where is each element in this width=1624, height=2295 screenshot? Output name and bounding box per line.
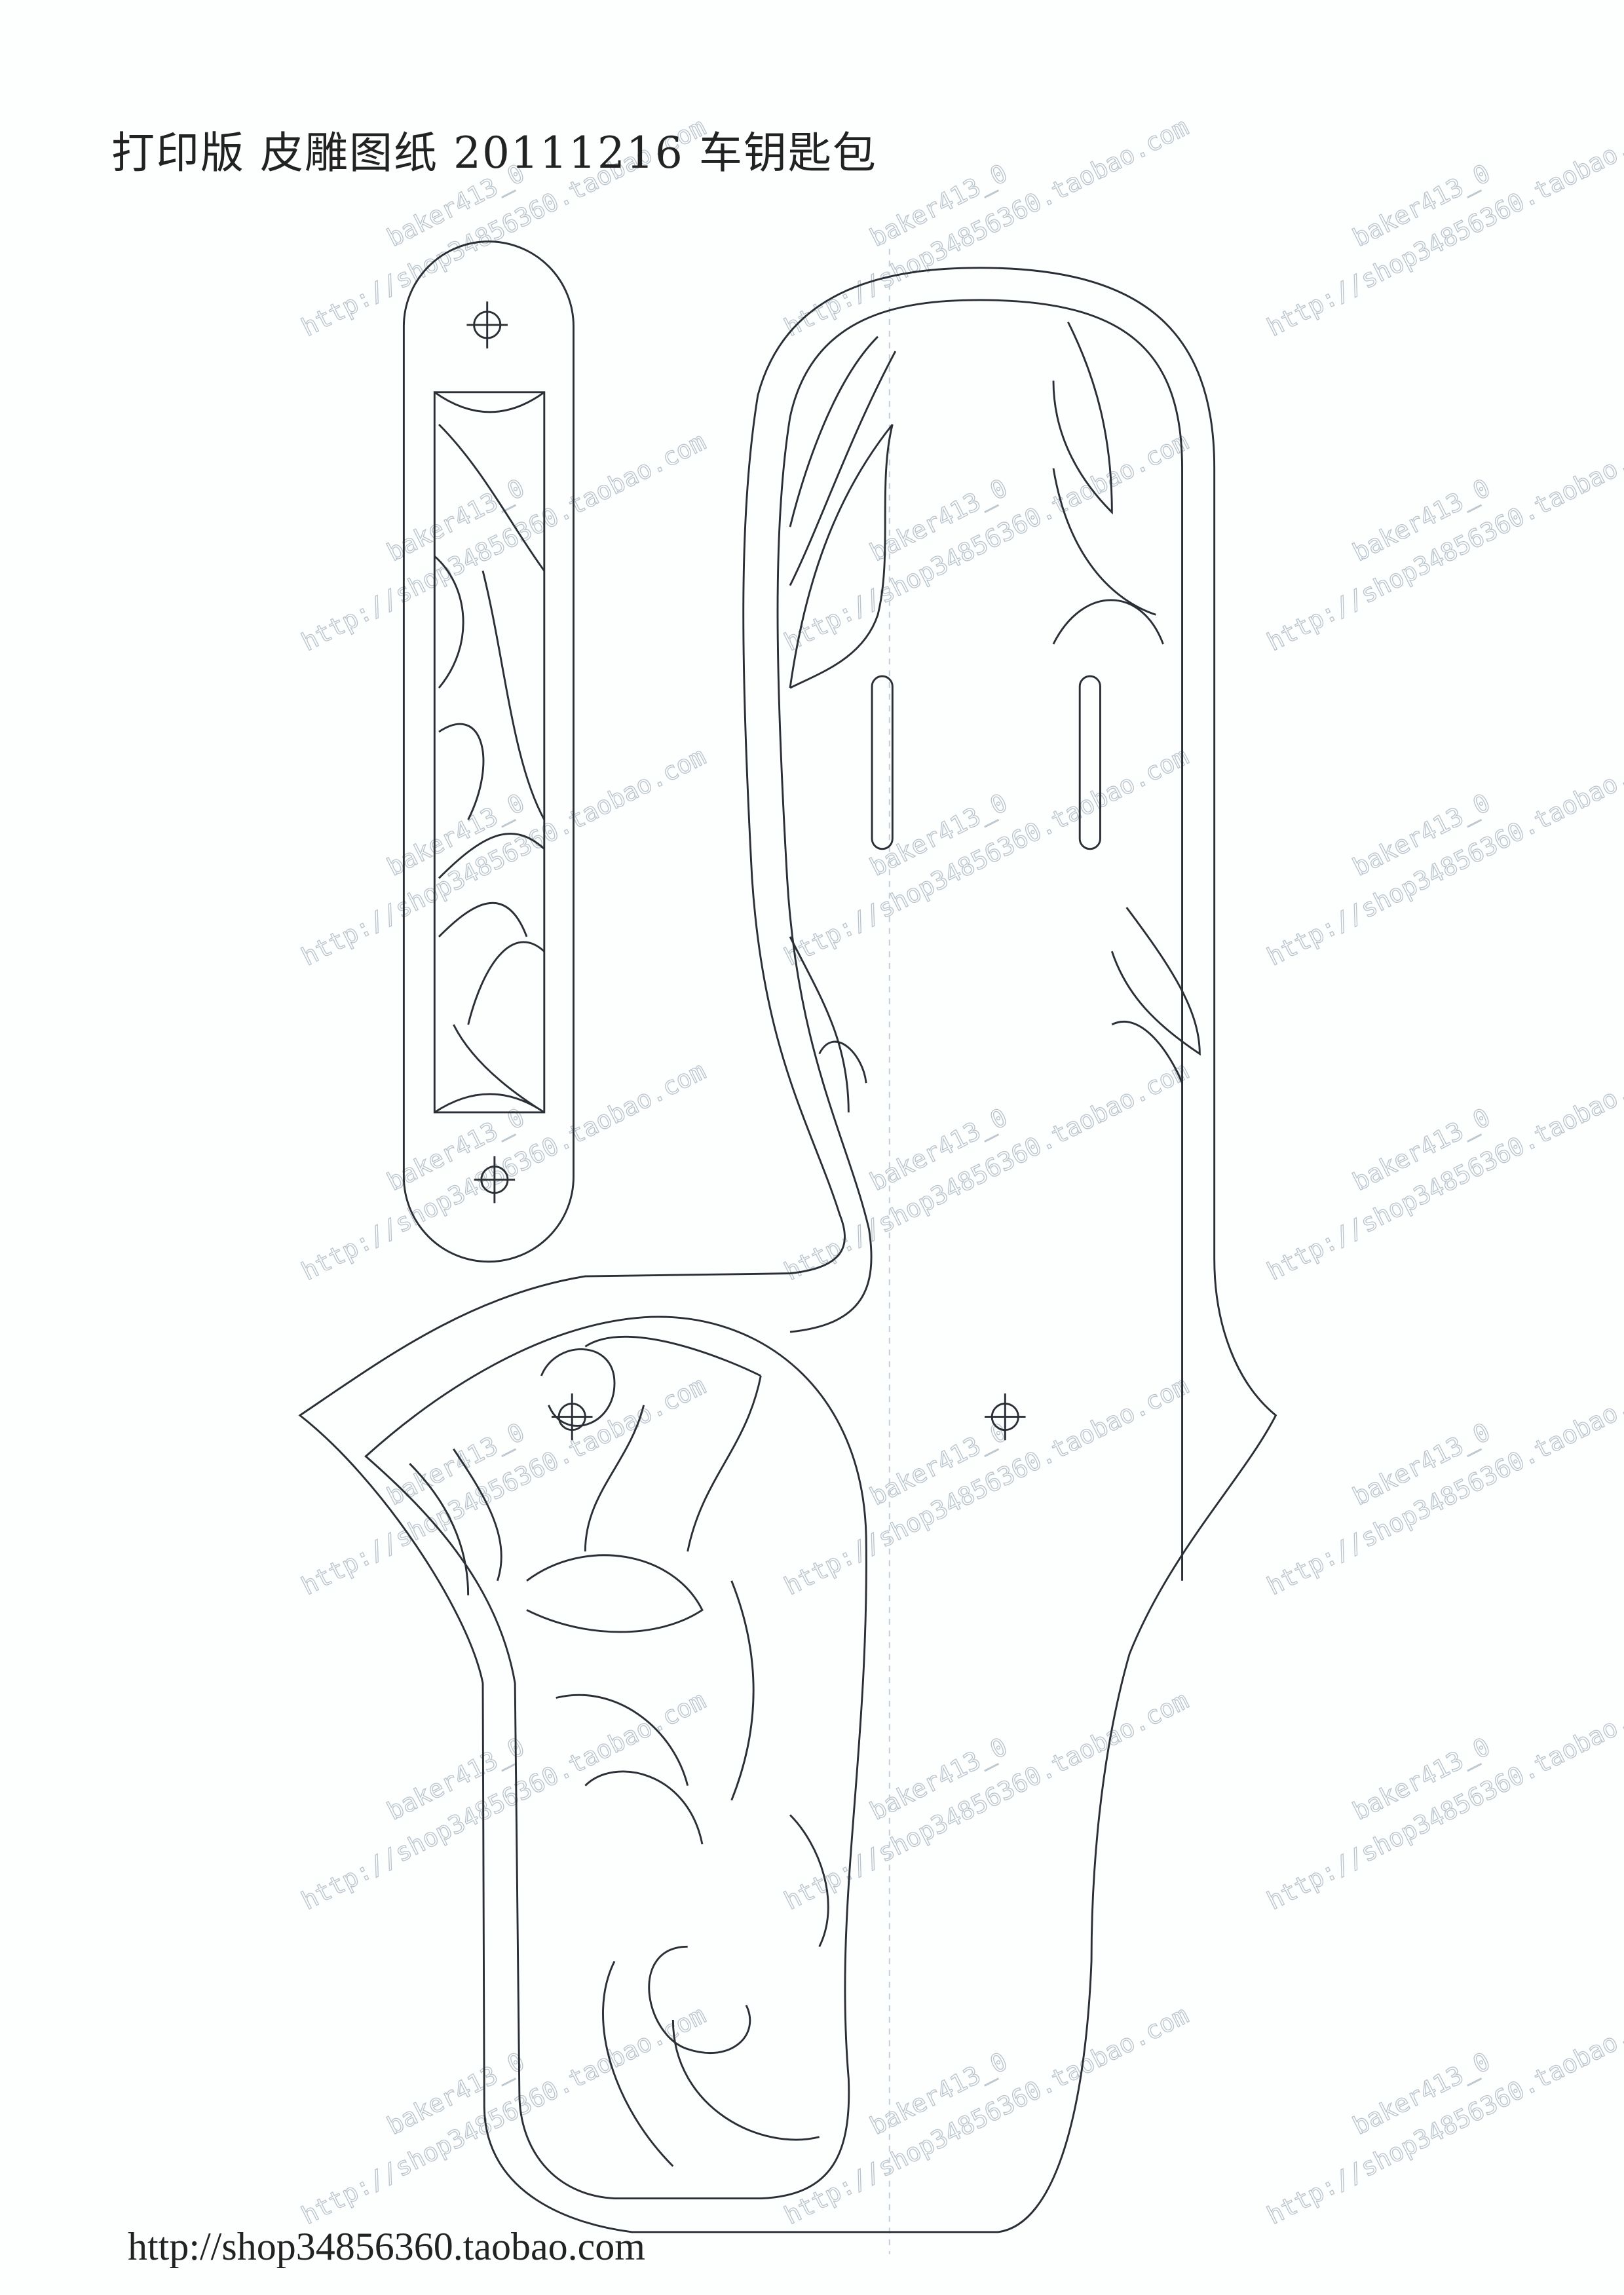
watermark-url: http://shop34856360.taobao.com	[297, 1371, 710, 1601]
pocket-carving	[409, 1335, 829, 2167]
watermark-url: http://shop34856360.taobao.com	[1262, 427, 1624, 657]
top-carving	[789, 321, 1201, 1112]
strap-outline	[402, 240, 575, 1263]
crosshair-icon	[466, 301, 508, 349]
slot-right	[1078, 675, 1101, 850]
watermark-url: http://shop34856360.taobao.com	[297, 2000, 710, 2230]
watermark-url: http://shop34856360.taobao.com	[780, 1371, 1193, 1601]
watermark-url: http://shop34856360.taobao.com	[780, 742, 1193, 972]
watermark-url: http://shop34856360.taobao.com	[1262, 742, 1624, 972]
watermark-url: http://shop34856360.taobao.com	[1262, 1371, 1624, 1601]
watermark-url: http://shop34856360.taobao.com	[780, 2000, 1193, 2230]
strap-carving	[434, 391, 546, 1114]
watermark-url: http://shop34856360.taobao.com	[780, 1686, 1193, 1916]
watermark-url: http://shop34856360.taobao.com	[297, 427, 710, 657]
pocket-stitch-line	[364, 1316, 867, 2200]
watermark-url: http://shop34856360.taobao.com	[1262, 1056, 1624, 1286]
footer-url: http://shop34856360.taobao.com	[128, 2225, 645, 2268]
slot-left	[871, 675, 894, 850]
watermark-url: http://shop34856360.taobao.com	[1262, 112, 1624, 342]
crosshair-icon	[474, 1156, 516, 1204]
key-case-outline	[298, 267, 1277, 2233]
watermark-url: http://shop34856360.taobao.com	[297, 1686, 710, 1916]
crosshair-icon	[551, 1393, 593, 1441]
strap-piece	[402, 240, 575, 1263]
strap-stitch-line	[433, 391, 546, 1114]
watermark-url: http://shop34856360.taobao.com	[1262, 2000, 1624, 2230]
key-case-stitch-line	[776, 299, 1183, 1581]
watermark-url: http://shop34856360.taobao.com	[780, 427, 1193, 657]
watermark-layer: baker413_0http://shop34856360.taobao.com…	[296, 112, 1624, 2231]
document-title: 打印版 皮雕图纸 20111216 车钥匙包	[111, 128, 877, 178]
watermark-url: http://shop34856360.taobao.com	[297, 742, 710, 972]
crosshair-icon	[985, 1393, 1026, 1441]
watermark-url: http://shop34856360.taobao.com	[1262, 1686, 1624, 1916]
key-case-piece	[298, 267, 1277, 2233]
